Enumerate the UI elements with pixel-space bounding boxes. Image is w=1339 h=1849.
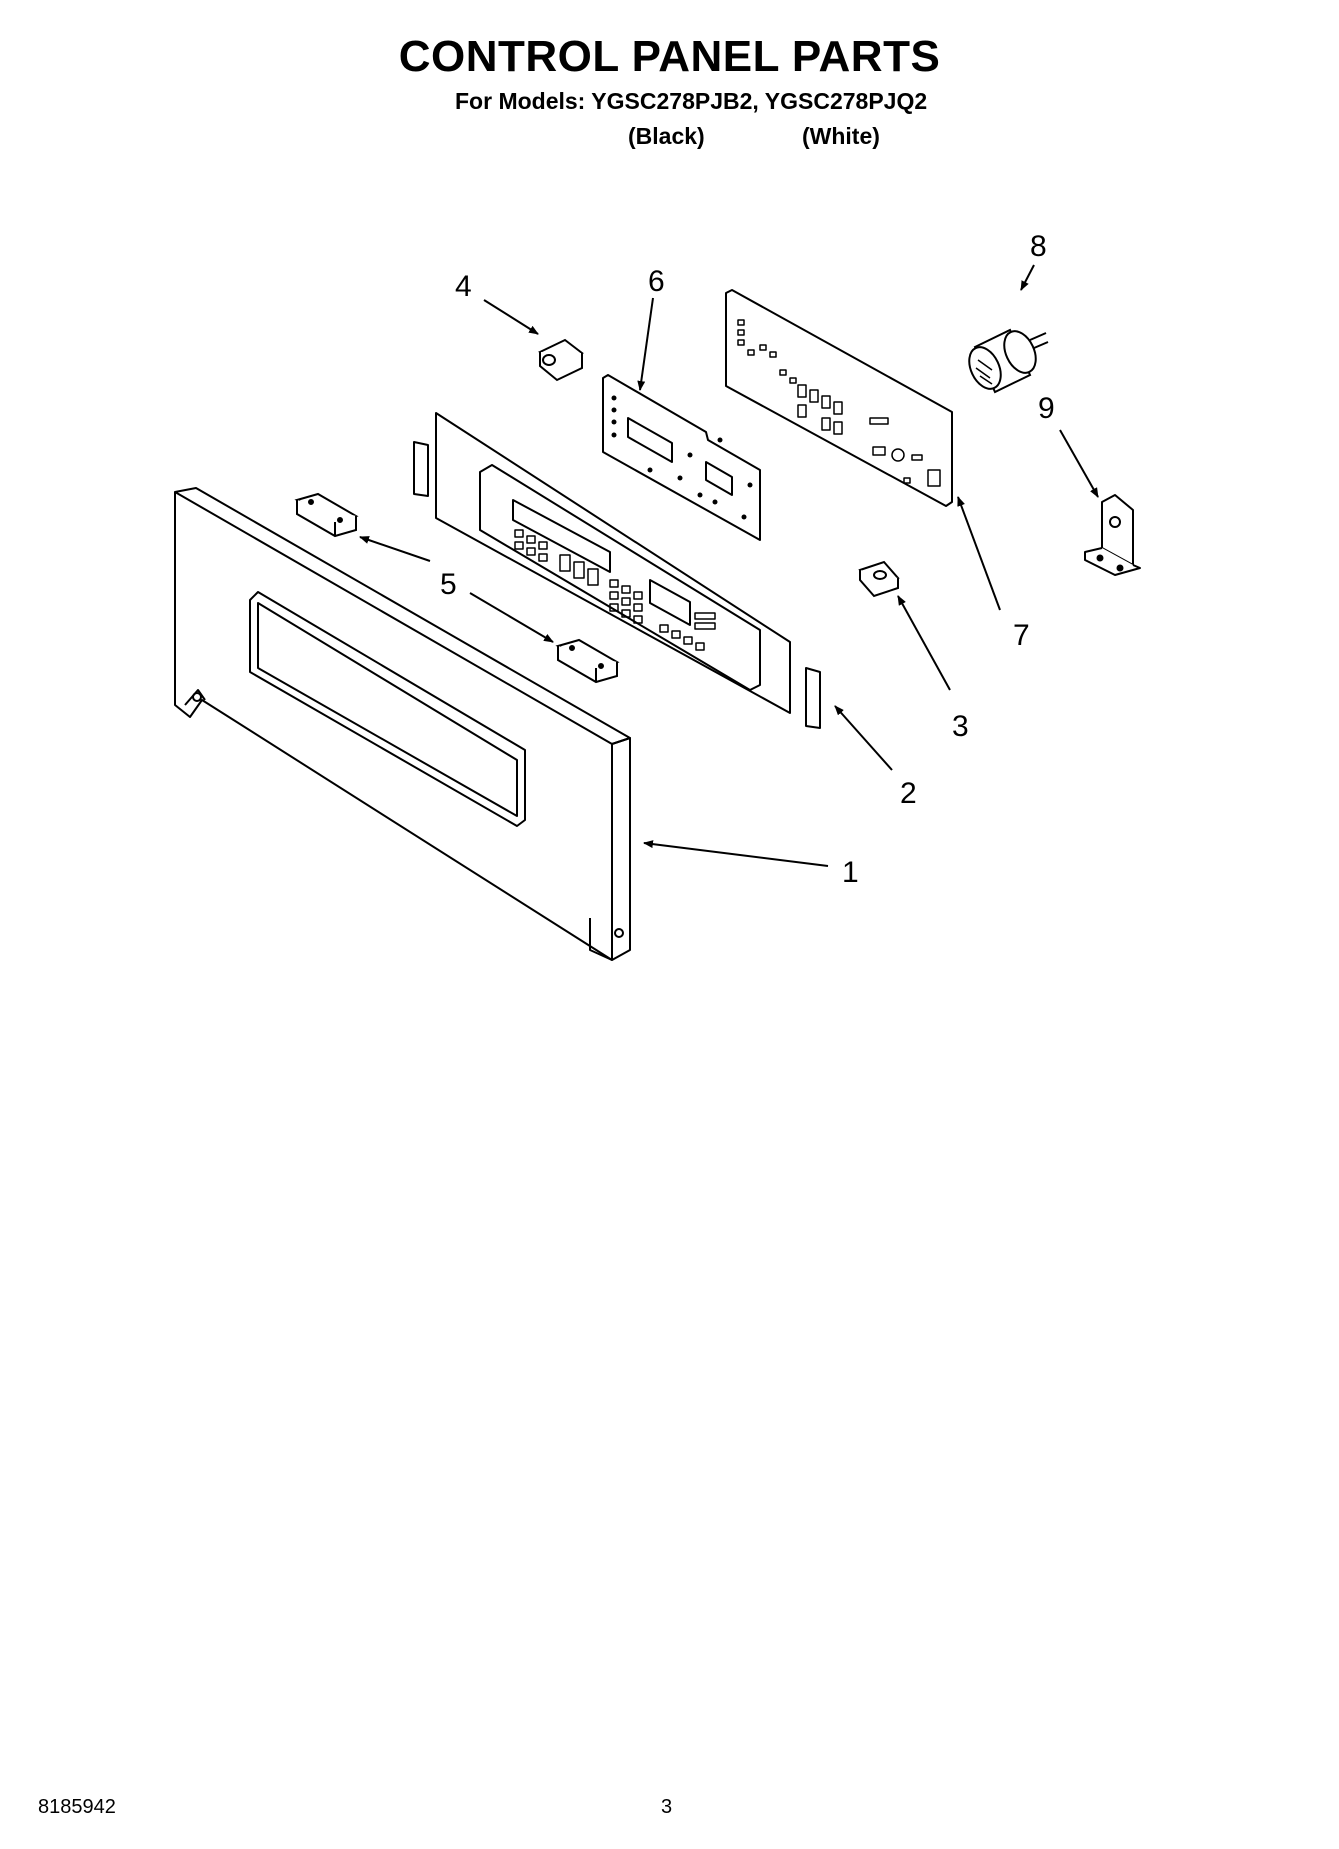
leader-2	[834, 705, 893, 771]
leader-5a	[359, 536, 431, 562]
leader-5b	[469, 592, 554, 643]
callout-1: 1	[842, 856, 859, 889]
callout-8: 8	[1030, 230, 1047, 263]
callout-3: 3	[952, 710, 969, 743]
leader-8	[1020, 264, 1035, 291]
callout-2: 2	[900, 777, 917, 810]
models-line: For Models: YGSC278PJB2, YGSC278PJQ2	[455, 88, 928, 114]
page-title: CONTROL PANEL PARTS	[398, 32, 941, 81]
leader-lines	[359, 264, 1099, 867]
part-6-plate	[602, 374, 761, 541]
leader-9	[1059, 429, 1099, 498]
part-9-bracket	[1084, 494, 1141, 576]
callout-5: 5	[440, 568, 457, 601]
leader-3	[897, 595, 951, 691]
callout-7: 7	[1013, 619, 1030, 652]
part-2-overlay	[413, 412, 821, 729]
part-4-spacer	[538, 338, 584, 382]
leader-4	[483, 299, 539, 335]
leader-7	[957, 496, 1001, 611]
document-number: 8185942	[38, 1796, 116, 1818]
part-8-component	[968, 328, 1049, 394]
leader-6	[637, 297, 654, 391]
part-1-trim	[174, 487, 631, 961]
part-5-block-lower	[555, 638, 620, 684]
part-3-standoff	[858, 560, 900, 598]
part-5-block-upper	[294, 492, 359, 538]
leader-1	[643, 840, 829, 867]
callout-4: 4	[455, 270, 472, 303]
variant-black-label: (Black)	[628, 123, 705, 149]
part-7-control-board	[725, 289, 953, 507]
callout-9: 9	[1038, 392, 1055, 425]
variant-white-label: (White)	[802, 123, 880, 149]
callout-6: 6	[648, 265, 665, 298]
page-number: 3	[661, 1796, 673, 1818]
